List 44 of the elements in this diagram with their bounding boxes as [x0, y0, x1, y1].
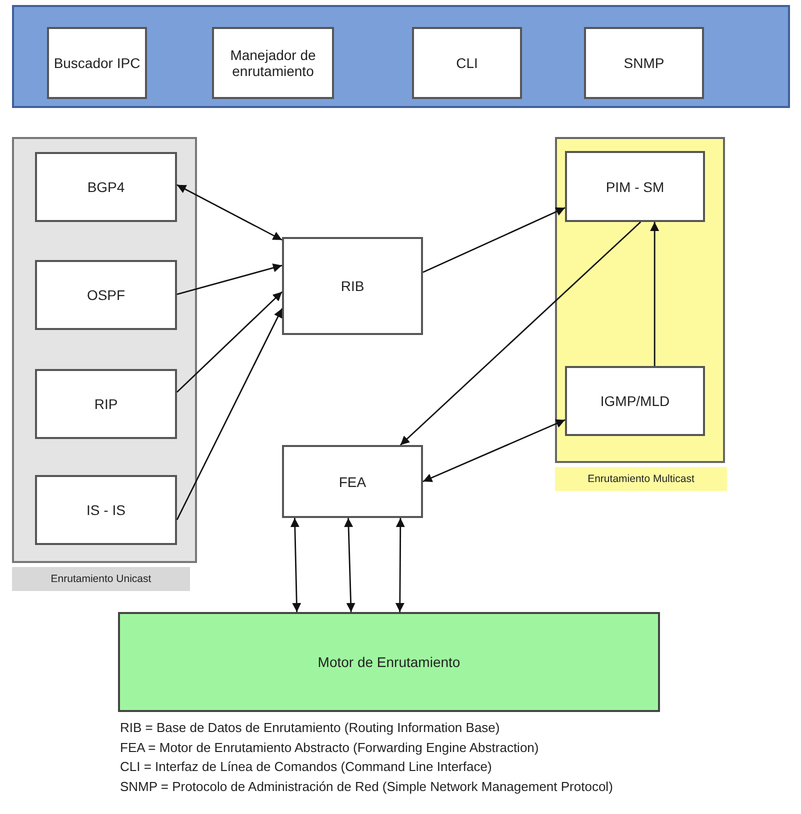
legend-note: SNMP = Protocolo de Administración de Red (Simple Network Management Protocol)	[120, 778, 613, 794]
box-label: OSPF	[86, 286, 126, 305]
box-label: CLI	[455, 54, 479, 73]
box-label: BGP4	[86, 178, 126, 197]
process-box	[212, 27, 334, 99]
process-box	[584, 27, 704, 99]
arrow	[176, 291, 282, 393]
process-box	[412, 27, 522, 99]
process-box	[565, 366, 705, 436]
box-label: Manejador de enrutamiento	[229, 46, 317, 81]
legend-note: RIB = Base de Datos de Enrutamiento (Routing Information Base)	[120, 720, 500, 735]
legend-note: FEA = Motor de Enrutamiento Abstracto (Forwarding Engine Abstraction)	[120, 740, 539, 754]
panel-band	[12, 5, 790, 108]
process-box	[47, 27, 147, 99]
box-label: Motor de Enrutamiento	[316, 653, 462, 672]
arrow	[176, 308, 283, 520]
process-box	[35, 152, 177, 222]
arrow	[422, 419, 566, 482]
box-label: SNMP	[622, 54, 666, 73]
process-box	[35, 475, 177, 545]
arrow	[400, 221, 642, 446]
arrow	[176, 263, 282, 295]
process-box	[35, 369, 177, 439]
box-label: RIB	[340, 277, 366, 296]
process-box	[118, 612, 660, 712]
legend-note: CLI = Interfaz de Línea de Comandos (Command Line Interface)	[120, 759, 492, 774]
arrow	[395, 518, 405, 612]
group-label: Enrutamiento Multicast	[555, 467, 727, 491]
box-label: IGMP/MLD	[599, 392, 671, 411]
arrow	[176, 184, 282, 241]
box-label: PIM - SM	[604, 178, 666, 196]
process-box	[35, 260, 177, 330]
box-label: Buscador IPC	[52, 54, 142, 73]
arrow	[344, 518, 356, 612]
process-box	[565, 151, 705, 222]
arrow	[290, 518, 302, 612]
box-label: IS - IS	[86, 501, 126, 520]
group-label: Enrutamiento Unicast	[12, 567, 190, 591]
process-box	[282, 237, 423, 335]
box-label: FEA	[338, 472, 368, 492]
arrow	[422, 207, 566, 273]
process-box	[282, 445, 423, 518]
box-label: RIP	[93, 395, 119, 414]
arrow	[650, 222, 660, 366]
